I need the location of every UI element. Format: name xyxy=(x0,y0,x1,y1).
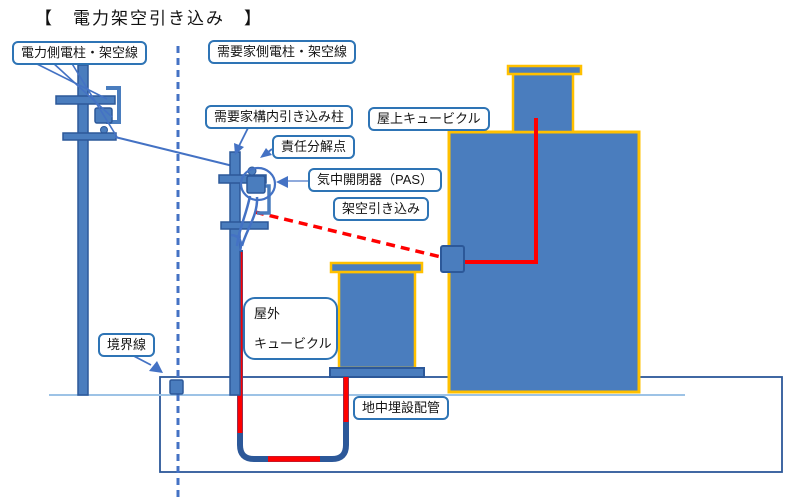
outdoor-cubicle-cap xyxy=(329,261,424,274)
lead-in-pole-arrow-icon xyxy=(234,143,244,155)
rooftop-cubicle-cap xyxy=(506,64,583,76)
power-pole-crossarm-bottom xyxy=(62,132,117,141)
label-customer-side-pole: 需要家側電柱・架空線 xyxy=(208,40,357,64)
customer-pole-crossarm-bottom xyxy=(220,221,269,230)
power-pole-crossarm-top xyxy=(55,95,116,105)
label-boundary-line: 境界線 xyxy=(98,333,156,357)
building-service-cable xyxy=(465,118,538,264)
boundary-marker xyxy=(169,379,184,395)
label-rooftop-cubicle: 屋上キュービクル xyxy=(368,107,490,131)
lead-in-pole-leader xyxy=(238,127,249,147)
label-power-side-pole: 電力側電柱・架空線 xyxy=(12,41,148,65)
pas-drop-cable-1 xyxy=(235,195,252,247)
pas-drop-cable-2 xyxy=(240,196,259,247)
page-title: 【 電力架空引き込み 】 xyxy=(35,9,263,28)
power-pole-label-leader-3 xyxy=(70,61,118,138)
demarcation-arrow-icon xyxy=(260,148,272,158)
pas-arrow-icon xyxy=(276,176,288,188)
cable-hook xyxy=(230,233,243,252)
power-pole-label-leader-2 xyxy=(51,61,113,118)
label-air-switch-pas: 気中開閉器（PAS） xyxy=(308,168,443,192)
label-outdoor-cubicle-line1: 屋外 xyxy=(254,306,281,321)
label-outdoor-cubicle-line2: キュービクル xyxy=(254,336,332,351)
overhead-span-wire xyxy=(114,136,234,167)
wall-connection-box xyxy=(440,245,465,273)
label-underground-conduit: 地中埋設配管 xyxy=(353,396,450,420)
power-side-pole xyxy=(77,64,89,396)
pas-highlight-ellipse xyxy=(239,166,277,202)
label-lead-in-pole: 需要家構内引き込み柱 xyxy=(205,105,354,129)
label-overhead-lead-in: 架空引き込み xyxy=(333,197,430,221)
boundary-arrow-icon xyxy=(149,361,163,373)
overhead-lead-in-dashed-line xyxy=(254,210,442,259)
outdoor-cubicle-body xyxy=(337,270,417,370)
rooftop-cubicle-body xyxy=(511,72,575,134)
customer-lead-in-pole xyxy=(229,151,241,396)
label-outdoor-cubicle: 屋外 キュービクル xyxy=(243,297,338,360)
label-demarcation-point: 責任分解点 xyxy=(272,135,356,159)
power-pole-label-leader-1 xyxy=(32,61,108,100)
pas-switch-device xyxy=(246,175,266,194)
outdoor-cubicle-base xyxy=(329,367,425,378)
